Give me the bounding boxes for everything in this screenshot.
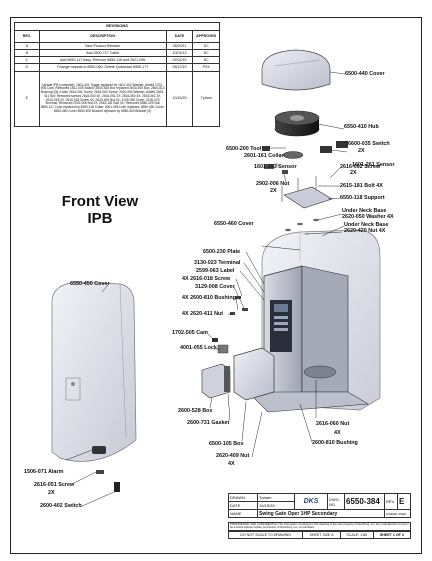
callout-cover-3129-008: 3129-008 Cover <box>195 284 235 290</box>
callout-screw-2616-051: 2616-051 Screw <box>34 482 75 488</box>
callout-box-6500-105: 6500-105 Box <box>209 441 244 447</box>
callout-screw-2616-062: 2616-062 Screw <box>340 164 381 170</box>
callout-nut-2616-060-qty: 4X <box>334 430 341 436</box>
callout-hub: 6550-410 Hub <box>344 124 379 130</box>
company-logo: DKS <box>294 493 328 510</box>
sheet-number: SHEET 1 OF 3 <box>372 531 412 539</box>
view-title: Front View IPB <box>55 193 145 227</box>
callout-collar: 2601-161 Collar <box>244 153 284 159</box>
revision-row: E Update IPB (complete): 1601-401 Toggle… <box>14 70 220 127</box>
junction-box <box>233 347 275 401</box>
switch-bottom-part <box>96 470 120 492</box>
gasket-part <box>224 366 230 392</box>
where-used: WHERE USED <box>384 509 411 518</box>
callout-plate: 6500-230 Plate <box>203 249 241 255</box>
hub-part <box>274 110 320 137</box>
dwg-no-label: DWG. NO. <box>327 493 345 510</box>
callout-switch: 6600-035 Switch <box>348 141 390 147</box>
callout-nut-2902-006: 2902-006 Nut <box>256 181 290 187</box>
callout-sensor-1601-261: 1601-261 Sensor <box>352 162 395 168</box>
view-title-line1: Front View <box>61 193 139 210</box>
callout-label: 2599-063 Label <box>196 268 235 274</box>
callout-switch-2600-402: 2600-402 Switch <box>40 503 82 509</box>
callout-sensor-1601-263: 1601-263 Sensor <box>254 164 297 170</box>
callout-washer: 2620-050 Washer 4X <box>342 214 394 220</box>
control-board <box>270 300 292 352</box>
leader-lines <box>65 71 348 508</box>
revision-description: Change manual to 6550-060; Delete Quicks… <box>38 63 167 72</box>
callout-bushing-4x: 4X 2600-810 Bushing <box>182 295 236 301</box>
callout-main-cover: 6550-460 Cover <box>214 221 254 227</box>
tool-part <box>262 146 270 151</box>
callout-terminal: 3130-023 Terminal <box>194 260 241 266</box>
rev-value: E <box>397 493 411 510</box>
revision-row: D Change manual to 6550-060; Delete Quic… <box>14 63 220 72</box>
drawing-name: Swing Gate Oper 1HP Secondary <box>257 509 385 518</box>
drawn-value: Tpham <box>257 493 295 502</box>
callout-tool: 6500-200 Tool <box>226 146 262 152</box>
title-block-footer: DO NOT SCALE TO DRAWING SHEET SIZE A SCA… <box>227 531 412 539</box>
revision-description: Update IPB (complete): 1601-401 Toggle r… <box>38 70 167 127</box>
callout-nut-2620-420: 2620-420 Nut 4X <box>344 228 386 234</box>
revision-approved: PXX <box>192 63 220 72</box>
callout-alarm: 1506-071 Alarm <box>24 469 64 475</box>
callout-screw-2616-018: 4X 2616-018 Screw <box>182 276 231 282</box>
date-label: DATE <box>228 501 258 510</box>
callout-cam: 1702-505 Cam <box>172 330 208 336</box>
callout-gasket: 2600-731 Gasket <box>187 420 230 426</box>
callout-lock: 4001-055 Lock <box>180 345 217 351</box>
nut-part <box>282 170 288 174</box>
callout-nut-2620-409: 2620-409 Nut <box>216 453 250 459</box>
fasteners-part <box>230 296 248 315</box>
sheet-size: SHEET SIZE A <box>302 531 341 539</box>
callout-support: 6550-118 Support <box>340 195 385 201</box>
callout-nut-2902-006-qty: 2X <box>270 188 277 194</box>
callout-bushing-2600-810: 2600-810 Bushing <box>312 440 358 446</box>
date-value: 10/15/20 <box>257 501 295 510</box>
switch-part <box>336 141 348 148</box>
revision-rev: E <box>14 70 40 127</box>
switch-part <box>320 146 332 153</box>
callout-nut-2620-409-qty: 4X <box>228 461 235 467</box>
cam-part <box>212 338 218 342</box>
callout-under-neck-2: Under Neck Base <box>344 222 389 228</box>
callout-screw-2616-051-qty: 2X <box>48 490 55 496</box>
view-title-line2: IPB <box>87 210 113 227</box>
callout-under-neck-1: Under Neck Base <box>342 208 387 214</box>
do-not-scale: DO NOT SCALE TO DRAWING <box>227 531 304 539</box>
drawn-label: DRAWN <box>228 493 258 502</box>
name-label: NAME <box>228 509 258 518</box>
callout-nut-2620-411: 4X 2620-411 Nut <box>182 311 224 317</box>
callout-screw-2616-062-qty: 2X <box>350 170 357 176</box>
rev-label: REV. <box>384 493 398 510</box>
alarm-part <box>92 446 106 454</box>
drawing-number: 6550-384 <box>344 493 385 510</box>
revision-date: 10/15/20 <box>165 70 194 127</box>
drawing-sheet-border <box>10 17 422 554</box>
callout-box-2600-528: 2600-528 Box <box>178 408 213 414</box>
title-block: DRAWN Tpham DKS DWG. NO. 6550-384 REV. E… <box>228 493 411 518</box>
revisions-table: REVISIONS REV. DESCRIPTION DATE APPROVED… <box>14 22 220 127</box>
callout-bolt: 2615-181 Bolt 4X <box>340 183 383 189</box>
callout-nut-2616-060: 2616-060 Nut <box>316 421 350 427</box>
front-cover-part <box>51 281 137 462</box>
support-part <box>283 186 333 209</box>
callout-switch-qty: 2X <box>358 148 365 154</box>
sensor-part <box>264 164 274 169</box>
callout-front-cover: 6550-450 Cover <box>70 281 110 287</box>
top-cover-part <box>261 49 331 91</box>
revision-approved: Tpham <box>192 70 220 127</box>
callout-top-cover: 6500-440 Cover <box>345 71 385 77</box>
scale: SCALE: 1:80 <box>339 531 374 539</box>
collar-part <box>282 151 304 159</box>
proprietary-notice: PROPRIETARY AND CONFIDENTIAL The informa… <box>228 522 411 531</box>
